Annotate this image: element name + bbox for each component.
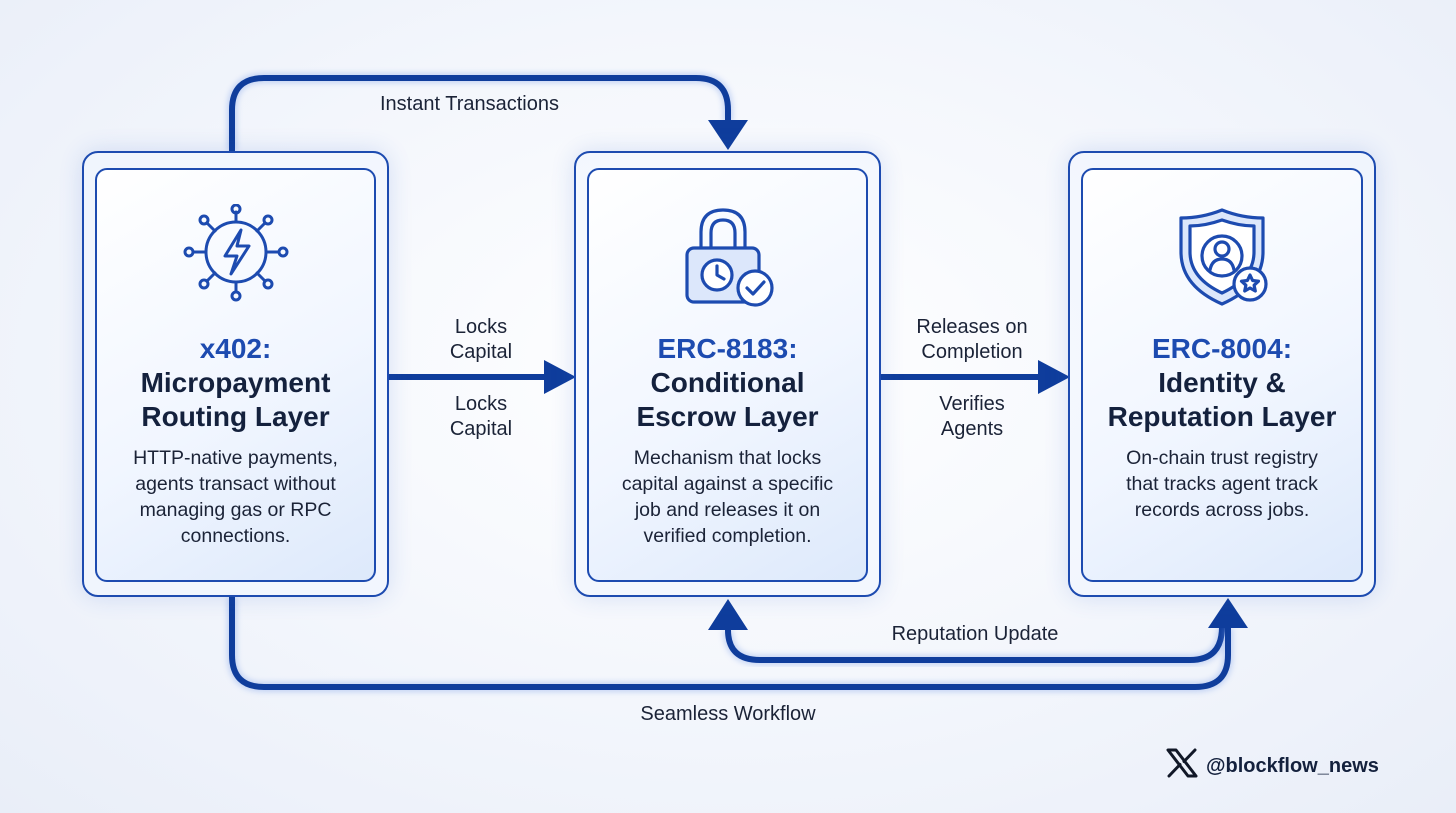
layer-code: ERC-8183: — [657, 333, 798, 364]
layer-name: Micropayment Routing Layer — [140, 367, 331, 432]
layer-name: Conditional Escrow Layer — [636, 367, 819, 432]
locks-capital-arrow — [389, 360, 576, 394]
handle-text[interactable]: @blockflow_news — [1206, 754, 1379, 777]
layer-code: ERC-8004: — [1151, 333, 1293, 364]
instant-transactions-arrow — [227, 73, 748, 151]
locks-capital-top-label: Locks Capital — [449, 316, 513, 363]
padlock-clock-check-icon — [589, 204, 866, 307]
social-handle: @blockflow_news — [1166, 748, 1379, 784]
x402-layer-card: x402: Micropayment Routing Layer HTTP-na… — [82, 151, 389, 597]
locks-capital-bottom-label: Locks Capital — [449, 393, 513, 440]
erc-8183-layer-title: ERC-8183: Conditional Escrow Layer — [589, 332, 866, 434]
erc-8183-layer-inner: ERC-8183: Conditional Escrow Layer Mecha… — [587, 168, 868, 582]
x402-layer-inner: x402: Micropayment Routing Layer HTTP-na… — [95, 168, 376, 582]
x-logo-icon — [1166, 748, 1198, 784]
releases-on-completion-label: Releases on Completion — [916, 316, 1028, 363]
instant-transactions-label: Instant Transactions — [380, 93, 559, 115]
shield-user-star-icon — [1083, 204, 1361, 306]
layer-description: HTTP-native payments, agents transact wi… — [133, 447, 338, 547]
network-lightning-icon — [97, 204, 374, 304]
x402-layer-title: x402: Micropayment Routing Layer — [97, 332, 374, 434]
erc-8004-layer-inner: ERC-8004: Identity & Reputation Layer On… — [1081, 168, 1363, 582]
layer-name: Identity & Reputation Layer — [1107, 367, 1337, 432]
layer-description: Mechanism that locks capital against a s… — [621, 447, 834, 547]
erc-8183-layer-card: ERC-8183: Conditional Escrow Layer Mecha… — [574, 151, 881, 597]
releases-completion-arrow — [881, 360, 1070, 394]
erc-8004-layer-title: ERC-8004: Identity & Reputation Layer — [1083, 332, 1361, 434]
verifies-agents-label: Verifies Agents — [939, 393, 1005, 440]
layer-code: x402: — [199, 333, 272, 364]
seamless-workflow-arrow — [227, 597, 1248, 692]
erc-8004-layer-card: ERC-8004: Identity & Reputation Layer On… — [1068, 151, 1376, 597]
layer-description: On-chain trust registry that tracks agen… — [1126, 447, 1318, 521]
reputation-update-label: Reputation Update — [891, 623, 1059, 645]
seamless-workflow-label: Seamless Workflow — [640, 703, 816, 725]
reputation-update-arrow — [708, 599, 1227, 665]
